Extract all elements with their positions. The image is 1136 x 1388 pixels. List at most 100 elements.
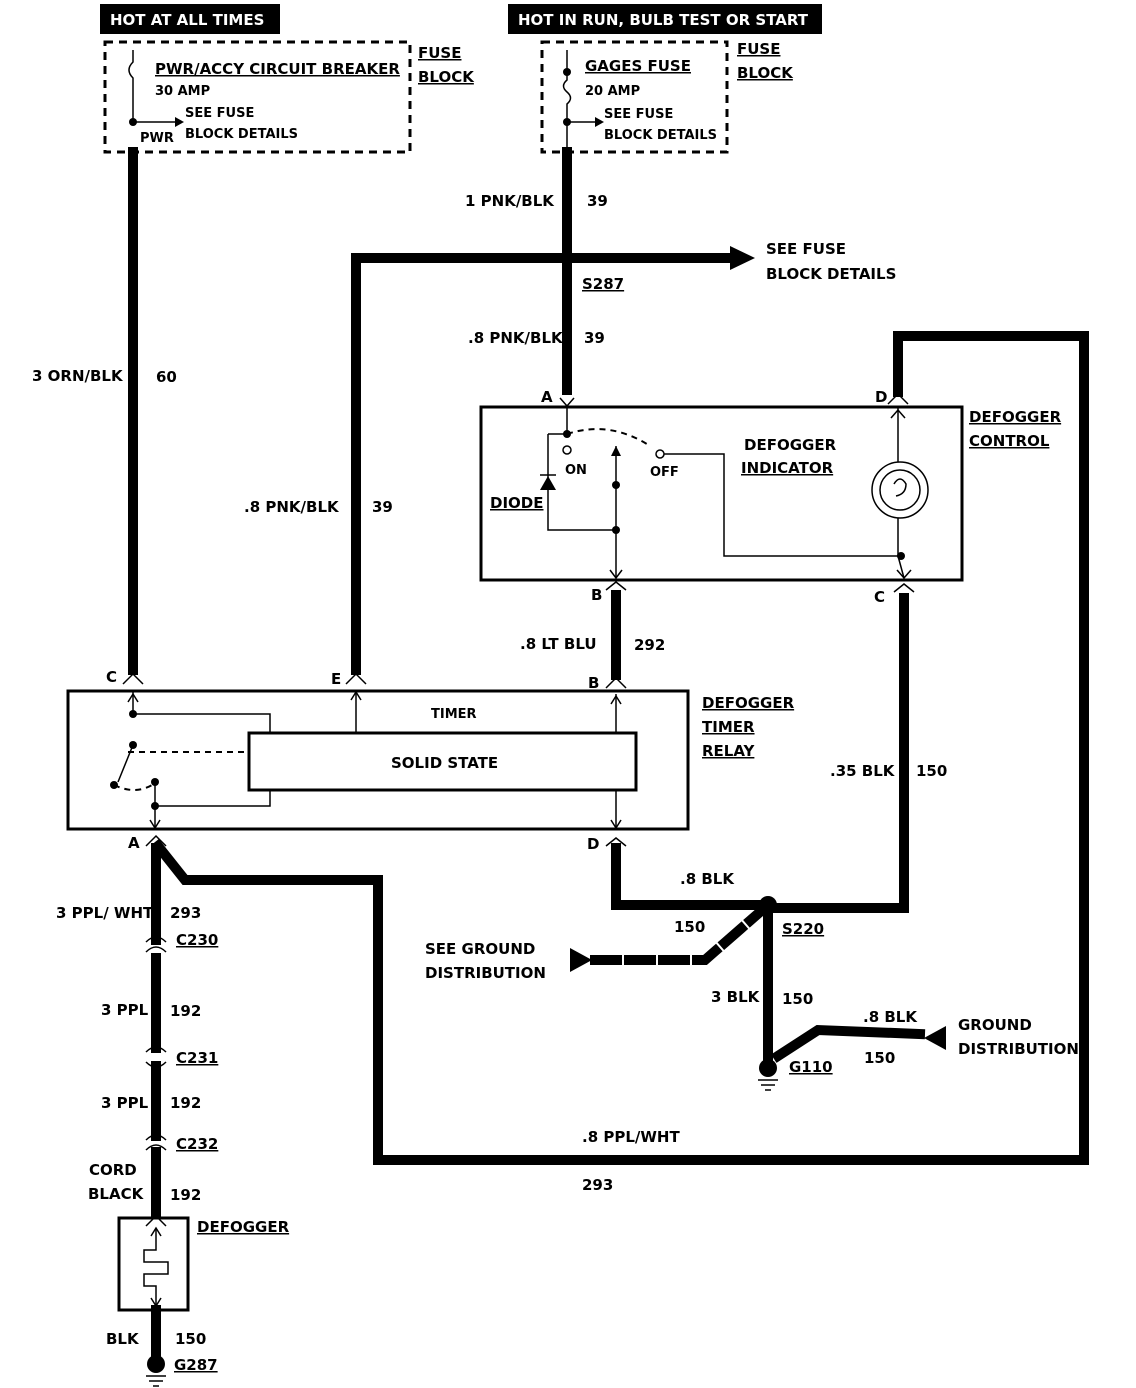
label-c231: C231 bbox=[176, 1049, 218, 1067]
label-cord-num: 192 bbox=[170, 1186, 201, 1204]
fuse-right-see1: SEE FUSE bbox=[604, 107, 673, 122]
label-lt-blu-num: 292 bbox=[634, 636, 665, 654]
timer-relay-box: C E B A D TIMER SOLID STATE DEFOGGER TIM… bbox=[66, 668, 795, 853]
label-035-blk: .35 BLK bbox=[830, 762, 896, 780]
see-fuse-arrow bbox=[730, 246, 755, 270]
timer-pin-d: D bbox=[587, 835, 599, 853]
label-black: BLACK bbox=[88, 1185, 145, 1203]
fuse-left-see1: SEE FUSE bbox=[185, 106, 254, 121]
header-hot-in-run-text: HOT IN RUN, BULB TEST OR START bbox=[518, 11, 809, 29]
control-title1: DEFOGGER bbox=[969, 408, 1062, 426]
control-pin-a: A bbox=[541, 388, 553, 406]
switch-on-label: ON bbox=[565, 463, 587, 478]
timer-pin-c: C bbox=[106, 668, 117, 686]
control-pin-d: D bbox=[875, 388, 887, 406]
label-08-pnk-blk-b-num: 39 bbox=[372, 498, 393, 516]
gages-fuse-rating: 20 AMP bbox=[585, 84, 640, 99]
timer-pin-a: A bbox=[128, 834, 140, 852]
label-g287: G287 bbox=[174, 1356, 218, 1374]
label-08-pnk-blk-b: .8 PNK/BLK bbox=[244, 498, 340, 516]
label-see-fuse-2: BLOCK DETAILS bbox=[766, 265, 896, 283]
see-ground-arrow bbox=[570, 948, 592, 972]
label-3-ppl-b-num: 192 bbox=[170, 1094, 201, 1112]
control-pin-c: C bbox=[874, 588, 885, 606]
connector-c232 bbox=[145, 1134, 167, 1151]
diode-label: DIODE bbox=[490, 494, 543, 512]
label-035-blk-num: 150 bbox=[916, 762, 947, 780]
label-cord: CORD bbox=[89, 1161, 137, 1179]
wire-ground-dist-right bbox=[771, 1024, 926, 1063]
solid-state-label: SOLID STATE bbox=[391, 754, 498, 772]
fuse-block-right: GAGES FUSE 20 AMP SEE FUSE BLOCK DETAILS… bbox=[540, 40, 794, 154]
timer-relay-title2: TIMER bbox=[702, 718, 755, 736]
label-3-ppl-wht-num: 293 bbox=[170, 904, 201, 922]
label-s220: S220 bbox=[782, 920, 824, 938]
timer-pin-e: E bbox=[331, 670, 341, 688]
label-3-orn-blk-num: 60 bbox=[156, 368, 177, 386]
label-ground-dist-r1: GROUND bbox=[958, 1016, 1032, 1034]
ground-g287 bbox=[146, 1355, 166, 1387]
label-08-pnk-blk-a: .8 PNK/BLK bbox=[468, 329, 564, 347]
connector-c230 bbox=[145, 936, 167, 953]
fuse-block-right-label2: BLOCK bbox=[737, 64, 794, 82]
fuse-block-left: PWR/ACCY CIRCUIT BREAKER 30 AMP SEE FUSE… bbox=[103, 40, 475, 154]
defogger-element: DEFOGGER bbox=[117, 1214, 290, 1312]
label-ground-dist-r2: DISTRIBUTION bbox=[958, 1040, 1079, 1058]
header-hot-in-run: HOT IN RUN, BULB TEST OR START bbox=[508, 4, 822, 34]
control-title2: CONTROL bbox=[969, 432, 1050, 450]
fuse-left-see2: BLOCK DETAILS bbox=[185, 127, 298, 142]
connector-c231 bbox=[145, 1046, 167, 1068]
label-c230: C230 bbox=[176, 931, 218, 949]
label-s287: S287 bbox=[582, 275, 624, 293]
label-08-ppl-wht-num: 293 bbox=[582, 1176, 613, 1194]
label-150-a: 150 bbox=[674, 918, 705, 936]
circuit-breaker-name: PWR/ACCY CIRCUIT BREAKER bbox=[155, 60, 400, 78]
label-3-ppl-wht: 3 PPL/ WHT bbox=[56, 904, 154, 922]
ground-dist-arrow bbox=[924, 1026, 946, 1050]
splice-s287 bbox=[561, 252, 573, 264]
label-c232: C232 bbox=[176, 1135, 218, 1153]
indicator-label2: INDICATOR bbox=[741, 459, 834, 477]
timer-pin-b: B bbox=[588, 674, 599, 692]
fuse-block-left-label1: FUSE bbox=[418, 44, 461, 62]
label-3-blk-num: 150 bbox=[782, 990, 813, 1008]
label-3-ppl-a-num: 192 bbox=[170, 1002, 201, 1020]
label-see-ground-2: DISTRIBUTION bbox=[425, 964, 546, 982]
switch-off-label: OFF bbox=[650, 465, 679, 480]
control-pin-b: B bbox=[591, 586, 602, 604]
ground-g110 bbox=[758, 1059, 778, 1091]
label-lt-blu: .8 LT BLU bbox=[520, 635, 597, 653]
fuse-block-right-label1: FUSE bbox=[737, 40, 780, 58]
label-08-blk: .8 BLK bbox=[680, 870, 735, 888]
label-1-pnk-blk: 1 PNK/BLK bbox=[465, 192, 555, 210]
timer-relay-title3: RELAY bbox=[702, 742, 756, 760]
timer-relay-title1: DEFOGGER bbox=[702, 694, 795, 712]
label-08-pnk-blk-a-num: 39 bbox=[584, 329, 605, 347]
label-3-blk: 3 BLK bbox=[711, 988, 761, 1006]
wire-ppl-wht-293-loop bbox=[150, 331, 1089, 1165]
gages-fuse-name: GAGES FUSE bbox=[585, 57, 691, 75]
label-150-b: 150 bbox=[864, 1049, 895, 1067]
indicator-label1: DEFOGGER bbox=[744, 436, 837, 454]
defogger-label: DEFOGGER bbox=[197, 1218, 290, 1236]
fuse-left-pwr: PWR bbox=[140, 131, 174, 146]
label-08-blk-b: .8 BLK bbox=[863, 1008, 918, 1026]
label-3-ppl-b: 3 PPL bbox=[101, 1094, 149, 1112]
splice-s220 bbox=[759, 896, 777, 914]
wire-see-ground-dist bbox=[590, 897, 776, 965]
defogger-control-box: A D B C ON OFF DIODE DEFOGGER INDICATOR … bbox=[479, 388, 1062, 606]
label-see-ground-1: SEE GROUND bbox=[425, 940, 535, 958]
label-blk: BLK bbox=[106, 1330, 140, 1348]
fuse-block-left-label2: BLOCK bbox=[418, 68, 475, 86]
label-08-ppl-wht: .8 PPL/WHT bbox=[582, 1128, 680, 1146]
fuse-right-see2: BLOCK DETAILS bbox=[604, 128, 717, 143]
label-1-pnk-blk-num: 39 bbox=[587, 192, 608, 210]
wire-blk-timer-d bbox=[611, 843, 773, 910]
header-hot-at-all-times: HOT AT ALL TIMES bbox=[100, 4, 280, 34]
wire-blk-150-control bbox=[763, 593, 909, 913]
label-blk-num: 150 bbox=[175, 1330, 206, 1348]
label-g110: G110 bbox=[789, 1058, 833, 1076]
header-hot-at-all-times-text: HOT AT ALL TIMES bbox=[110, 11, 264, 29]
label-3-ppl-a: 3 PPL bbox=[101, 1001, 149, 1019]
